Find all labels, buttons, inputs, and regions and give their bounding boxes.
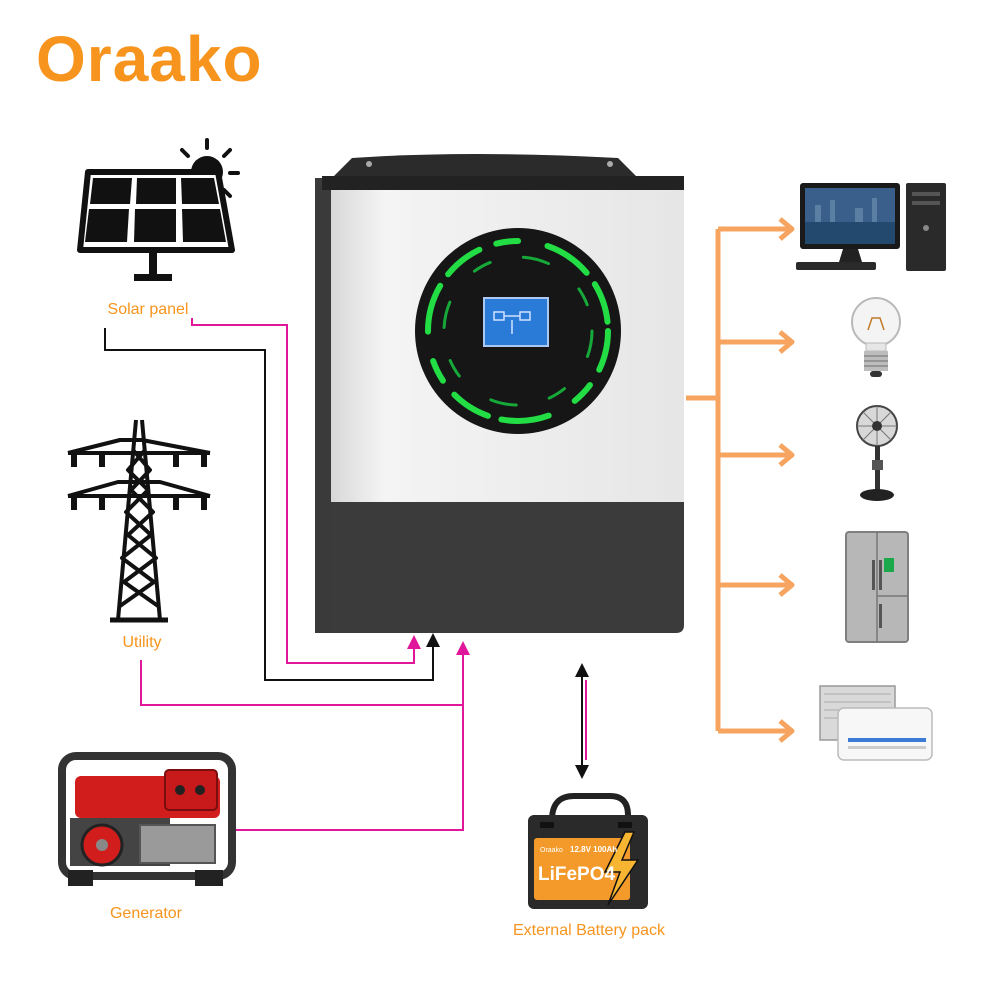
battery-rating-text: 12.8V 100Ah (570, 845, 617, 854)
solar-panel-icon (77, 169, 235, 281)
output-arrows (686, 217, 795, 743)
fan-icon (856, 405, 898, 501)
solar-pink-wire (191, 318, 421, 664)
battery-icon: Oraako 12.8V 100Ah LiFePO4 (528, 793, 648, 909)
battery-brand-text: Oraako (540, 847, 563, 854)
battery-label: External Battery pack (513, 922, 666, 939)
brand-logo: Oraako (36, 23, 263, 95)
computer-icon (796, 183, 946, 271)
utility-label: Utility (122, 634, 161, 651)
solar-dc-wire (104, 328, 440, 681)
air-conditioner-icon (819, 685, 933, 761)
utility-ac-wire (140, 641, 470, 706)
generator-label: Generator (110, 905, 183, 922)
light-bulb-icon (851, 297, 901, 377)
refrigerator-icon (845, 531, 909, 643)
generator-icon (58, 752, 236, 886)
battery-chemistry-text: LiFePO4 (538, 864, 616, 885)
solar-panel-label: Solar panel (108, 301, 189, 318)
transmission-tower-icon (67, 419, 211, 623)
inverter-device (315, 154, 684, 633)
generator-ac-wire (232, 705, 464, 831)
